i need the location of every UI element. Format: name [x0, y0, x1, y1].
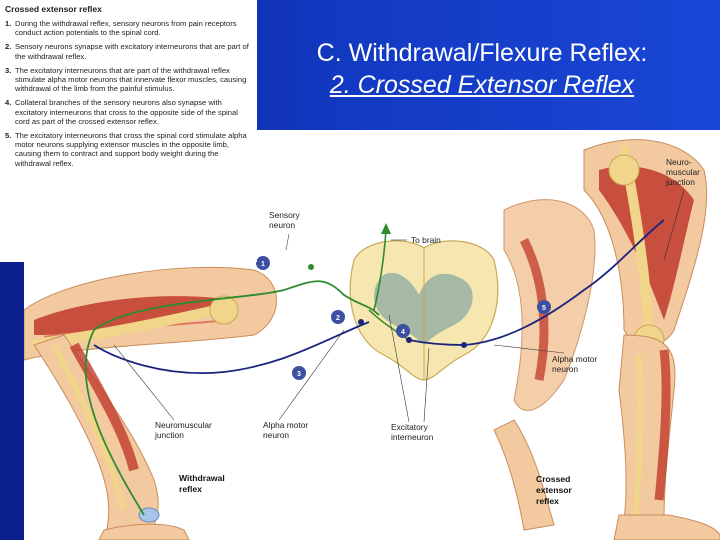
label-excitatory-2: interneuron [391, 432, 434, 442]
label-nmj-right-1: Neuro- [666, 157, 692, 167]
steps-panel: Crossed extensor reflex 1.During the wit… [0, 0, 257, 262]
label-excitatory-1: Excitatory [391, 422, 429, 432]
step-item: 1.During the withdrawal reflex, sensory … [5, 19, 251, 37]
step-number: 5. [5, 131, 12, 141]
marker-5: 5 [537, 300, 551, 314]
svg-text:4: 4 [401, 329, 405, 336]
label-nmj-right-3: junction [665, 177, 695, 187]
right-leg [493, 139, 720, 540]
label-crossed-2: extensor [536, 485, 572, 495]
slide-title: C. Withdrawal/Flexure Reflex: 2. Crossed… [262, 38, 702, 102]
step-item: 5.The excitatory interneurons that cross… [5, 131, 251, 168]
step-text: The excitatory interneurons that are par… [15, 65, 247, 94]
svg-text:2: 2 [336, 315, 340, 322]
step-item: 2.Sensory neurons synapse with excitator… [5, 42, 251, 60]
step-text: During the withdrawal reflex, sensory ne… [15, 19, 237, 38]
label-alpha-left-1: Alpha motor [263, 420, 308, 430]
label-crossed-3: reflex [536, 496, 559, 506]
step-number: 4. [5, 98, 12, 108]
step-number: 3. [5, 65, 12, 75]
steps-list: 1.During the withdrawal reflex, sensory … [0, 19, 257, 168]
label-alpha-right-2: neuron [552, 364, 578, 374]
marker-2: 2 [331, 310, 345, 324]
label-nmj-left-1: Neuromuscular [155, 420, 212, 430]
steps-heading: Crossed extensor reflex [5, 4, 102, 14]
svg-text:1: 1 [261, 261, 265, 268]
step-item: 3.The excitatory interneurons that are p… [5, 66, 251, 94]
step-text: The excitatory interneurons that cross t… [15, 131, 247, 168]
label-nmj-left-2: junction [154, 430, 184, 440]
title-line-1: C. Withdrawal/Flexure Reflex: [316, 39, 648, 67]
label-nmj-right-2: muscular [666, 167, 700, 177]
label-sensory-neuron-2: neuron [269, 220, 295, 230]
label-alpha-left-2: neuron [263, 430, 289, 440]
marker-3: 3 [292, 366, 306, 380]
label-alpha-right-1: Alpha motor [552, 354, 597, 364]
svg-text:3: 3 [297, 371, 301, 378]
label-withdrawal-2: reflex [179, 484, 202, 494]
label-withdrawal-1: Withdrawal [179, 473, 225, 483]
marker-4: 4 [396, 324, 410, 338]
marker-1: 1 [256, 256, 270, 270]
step-number: 1. [5, 19, 12, 28]
reflex-illustration: 1 2 3 4 5 Sensory neuron To brain Neuro-… [24, 139, 720, 540]
step-text: Sensory neurons synapse with excitatory … [15, 42, 249, 61]
step-number: 2. [5, 42, 12, 52]
label-sensory-neuron-1: Sensory [269, 210, 301, 220]
left-leg [24, 266, 277, 540]
step-text: Collateral branches of the sensory neuro… [15, 98, 238, 126]
svg-text:5: 5 [542, 305, 546, 312]
neuron-pathways [84, 189, 685, 516]
label-to-brain: To brain [411, 235, 441, 245]
label-crossed-1: Crossed [536, 474, 570, 484]
step-item: 4.Collateral branches of the sensory neu… [5, 98, 251, 126]
title-line-2: 2. Crossed Extensor Reflex [329, 71, 635, 99]
